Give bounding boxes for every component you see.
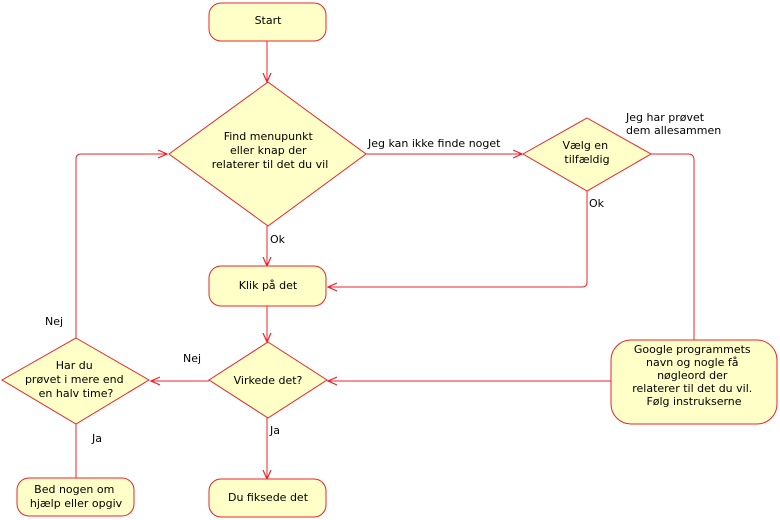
choose-decision [521,117,653,192]
ask-node [16,477,135,517]
edge-label-nej-tried: Nej [45,315,63,328]
fixed-label: Du fiksede det [228,491,309,504]
edge-label-ja-worked: Ja [269,424,280,437]
google-node [610,339,778,425]
edge-choose-google [651,153,695,340]
edge-label-ja-tried: Ja [91,432,102,445]
edge-label-tried-all: Jeg har prøvet dem allesammen [625,111,721,137]
edge-tried-find [75,154,167,338]
worked-label: Virkede det? [234,374,303,387]
find-decision [168,81,367,227]
edge-label-nej-worked: Nej [183,352,201,365]
tried-decision [1,337,150,425]
google-label: Google programmets navn og nogle få nøgl… [632,343,756,408]
fixed-node [208,478,327,518]
choose-label: Vælg en tilfældig [562,139,611,166]
start-label: Start [255,14,283,27]
find-label: Find menupunkt eller knap der relaterer … [212,130,329,171]
start-node [208,2,327,42]
ask-label: Bed nogen om hjælp eller opgiv [30,483,123,510]
edge-label-cant-find: Jeg kan ikke finde noget [367,137,501,150]
tried-label: Har du prøvet i mere end en halv time? [25,359,127,400]
edge-label-ok-choose: Ok [589,197,605,210]
click-label: Klik på det [239,279,298,292]
worked-decision [208,341,328,419]
click-node [208,265,327,307]
edge-choose-click [328,191,588,287]
edge-label-ok-find: Ok [270,233,286,246]
